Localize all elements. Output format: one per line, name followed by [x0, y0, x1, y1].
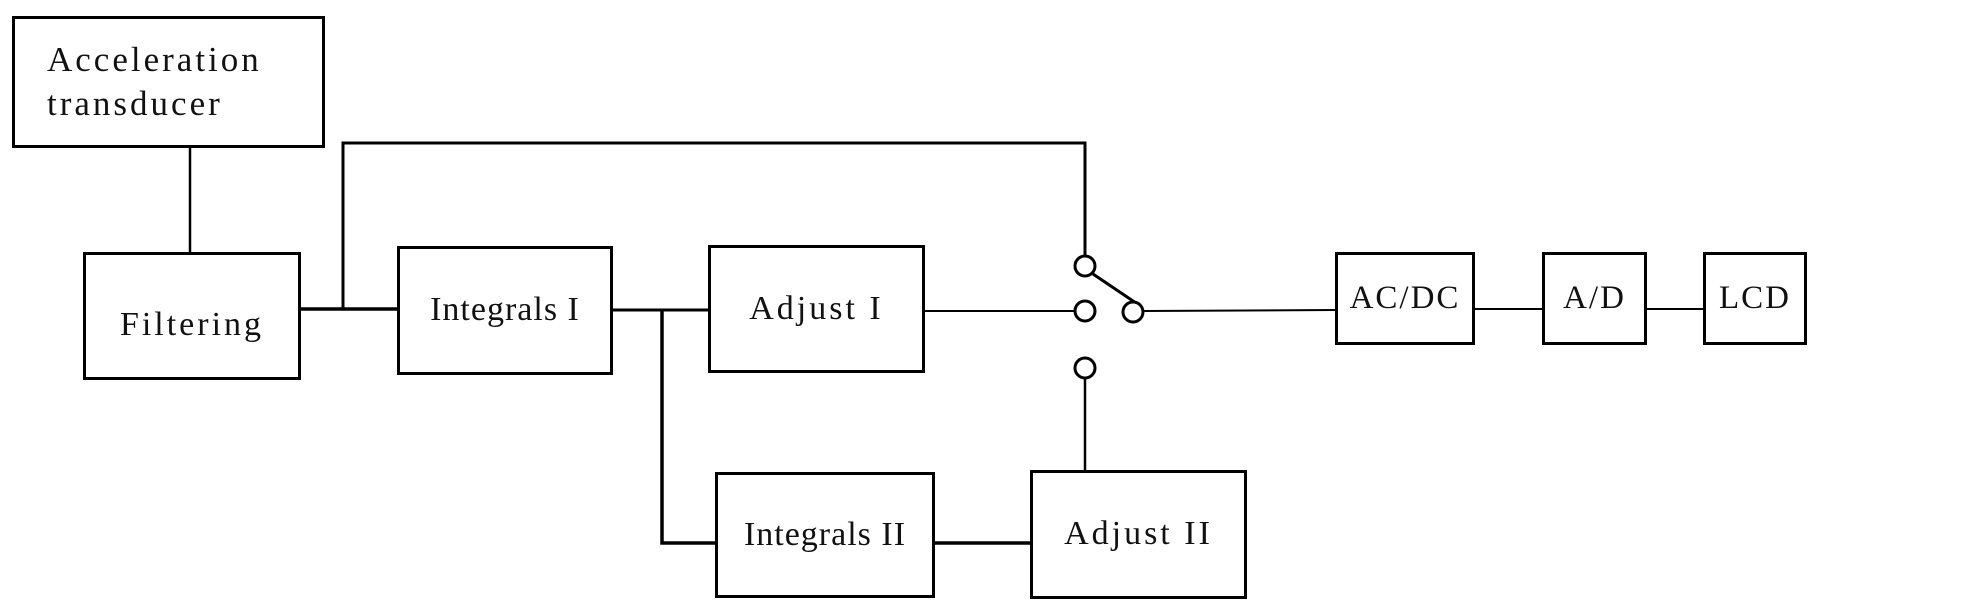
block-lcd: LCD: [1703, 252, 1807, 345]
block-filtering-label: Filtering: [119, 305, 265, 343]
block-integrals-2-label: Integrals II: [743, 515, 907, 553]
switch-contact-middle[interactable]: [1073, 299, 1097, 323]
block-adjust-1-label: Adjust I: [749, 289, 884, 327]
block-acceleration-transducer: Acceleration transducer: [12, 16, 325, 148]
block-ac-dc-label: AC/DC: [1349, 279, 1461, 316]
block-a-d-label: A/D: [1563, 279, 1626, 316]
switch-contact-top[interactable]: [1073, 254, 1097, 278]
block-integrals-2: Integrals II: [715, 472, 935, 598]
switch-pole-contact[interactable]: [1121, 300, 1145, 324]
block-filtering: Filtering: [83, 252, 301, 380]
block-acceleration-transducer-label: Acceleration transducer: [47, 40, 262, 123]
block-lcd-label: LCD: [1719, 279, 1791, 316]
block-integrals-1: Integrals I: [397, 246, 613, 375]
block-adjust-2: Adjust II: [1030, 470, 1247, 599]
switch-contact-bottom[interactable]: [1073, 356, 1097, 380]
wire-switch-to-acdc: [1143, 309, 1336, 312]
block-adjust-2-label: Adjust II: [1064, 515, 1213, 553]
wire-direct-bypass-to-switch: [341, 141, 1087, 309]
block-ac-dc: AC/DC: [1335, 252, 1475, 345]
block-integrals-1-label: Integrals I: [430, 291, 580, 329]
block-adjust-1: Adjust I: [708, 245, 925, 373]
wire-branch-to-integrals2: [660, 310, 715, 545]
block-a-d: A/D: [1542, 252, 1647, 345]
switch-lever[interactable]: [1092, 272, 1137, 305]
